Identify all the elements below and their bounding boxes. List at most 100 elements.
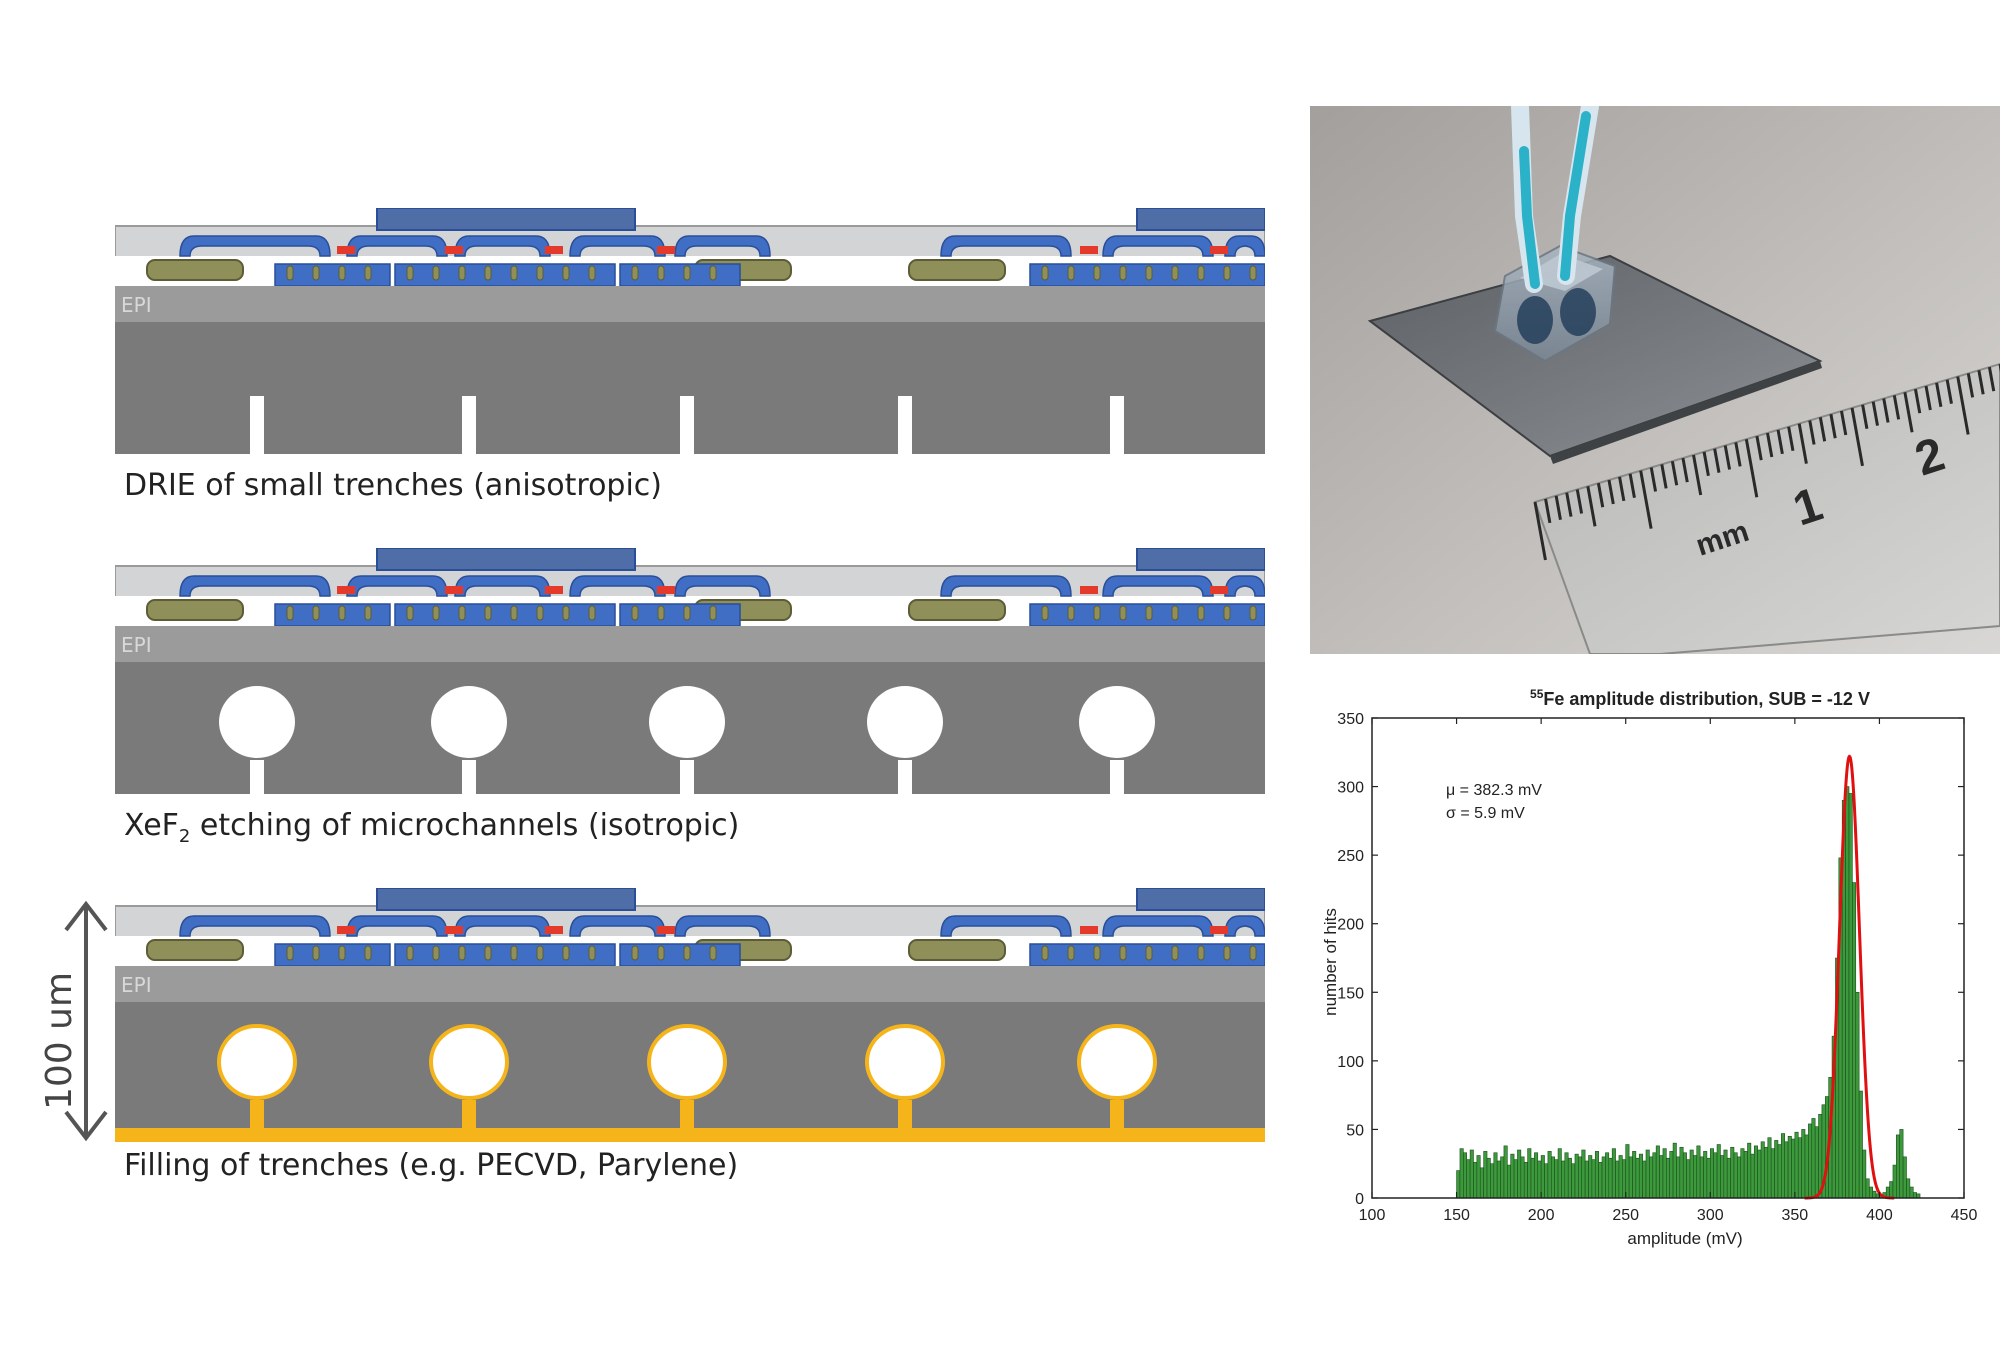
trench-neck	[1110, 1100, 1124, 1134]
ruler-tick	[1734, 442, 1742, 467]
contact	[1210, 246, 1228, 254]
x-tick-label: 200	[1528, 1207, 1555, 1224]
bond-pad	[146, 599, 244, 621]
histogram-bar	[1709, 1148, 1714, 1199]
histogram-bar	[1716, 1144, 1721, 1199]
epi-label: EPI	[121, 973, 152, 997]
histogram-bar	[1520, 1156, 1525, 1199]
histogram-bar	[1601, 1156, 1606, 1199]
histogram-bar	[1632, 1151, 1637, 1199]
histogram-bar	[1483, 1151, 1488, 1199]
histogram-bar	[1669, 1151, 1674, 1199]
histogram-bar	[1638, 1153, 1643, 1199]
ruler-tick	[1840, 410, 1848, 436]
microchannel	[219, 686, 295, 758]
contact	[545, 246, 563, 254]
histogram-bar	[1791, 1138, 1796, 1199]
trench	[462, 396, 476, 454]
histogram-bar	[1503, 1145, 1508, 1199]
x-axis-label: amplitude (mV)	[1627, 1229, 1742, 1248]
microchannel	[1079, 686, 1155, 758]
histogram-bar	[1628, 1156, 1633, 1199]
trench	[680, 396, 694, 454]
histogram-bar	[1906, 1178, 1911, 1199]
histogram-bar	[1490, 1163, 1495, 1199]
histogram-bar	[1892, 1164, 1897, 1199]
histogram-bar	[1679, 1146, 1684, 1199]
histogram-bar	[1814, 1126, 1819, 1199]
ruler-tick	[1913, 388, 1922, 414]
ruler-tick	[1829, 413, 1837, 439]
histogram-bar	[1720, 1155, 1725, 1199]
microchannel	[649, 686, 725, 758]
histogram-bar	[1571, 1163, 1576, 1199]
histogram-bar	[1523, 1162, 1528, 1199]
trench-neck	[680, 1100, 694, 1134]
histogram-bar	[1750, 1153, 1755, 1199]
metal-route	[1224, 235, 1265, 257]
bond-pad	[908, 599, 1006, 621]
histogram-bar	[1527, 1148, 1532, 1199]
metal-route	[674, 235, 771, 257]
histogram-bar	[1733, 1152, 1738, 1199]
histogram-bar	[1598, 1162, 1603, 1199]
histogram-bar	[1686, 1159, 1691, 1199]
histogram-bar	[1672, 1142, 1677, 1199]
histogram-bar	[1902, 1156, 1907, 1199]
epi-label: EPI	[121, 293, 152, 317]
ruler-tick	[1924, 385, 1932, 411]
histogram-bar	[1760, 1141, 1765, 1199]
histogram-bar	[1804, 1134, 1809, 1199]
y-tick-label: 350	[1337, 711, 1364, 728]
contact	[337, 246, 355, 254]
histogram-bar	[1872, 1190, 1877, 1199]
metal-route	[674, 575, 771, 597]
microchannel	[217, 1024, 297, 1100]
metal-route	[940, 235, 1072, 257]
histogram-bar	[1649, 1156, 1654, 1199]
histogram-bar	[1912, 1192, 1917, 1199]
y-tick-label: 0	[1355, 1191, 1364, 1208]
histogram-bar	[1848, 793, 1853, 1199]
trench-neck	[462, 1100, 476, 1134]
histogram-bar	[1655, 1145, 1660, 1199]
histogram-bar	[1554, 1159, 1559, 1199]
histogram-bar	[1615, 1160, 1620, 1199]
histogram-bar	[1594, 1151, 1599, 1199]
scale-bar-arrow	[64, 900, 108, 1142]
histogram-bar	[1862, 1149, 1867, 1199]
trench-neck	[250, 1100, 264, 1134]
y-tick-label: 250	[1337, 848, 1364, 865]
ruler-tick	[1639, 470, 1653, 529]
histogram-bar	[1889, 1181, 1894, 1199]
ruler-tick	[1702, 451, 1710, 477]
y-tick-label: 50	[1346, 1122, 1364, 1139]
ruler-tick	[1755, 435, 1763, 461]
histogram-bar	[1517, 1149, 1522, 1199]
contact	[337, 586, 355, 594]
x-tick-label: 350	[1782, 1207, 1809, 1224]
epi-layer	[115, 286, 1265, 322]
ruler-tick	[1903, 391, 1914, 433]
histogram-bar	[1544, 1163, 1549, 1199]
microchannel	[429, 1024, 509, 1100]
histogram-bar	[1662, 1148, 1667, 1199]
ruler-tick	[1892, 395, 1901, 420]
histogram-bar	[1635, 1157, 1640, 1199]
histogram-bar	[1530, 1157, 1535, 1199]
x-tick-label: 300	[1697, 1207, 1724, 1224]
trench-neck	[250, 760, 264, 794]
histogram-bar	[1550, 1156, 1555, 1199]
metal-route	[1102, 575, 1214, 597]
plot-frame	[1371, 717, 1965, 1199]
ruler-tick	[1776, 429, 1784, 455]
y-tick-label: 200	[1337, 917, 1364, 934]
top-metal-plate	[1136, 208, 1265, 231]
metal-route	[569, 575, 666, 597]
x-tick-label: 150	[1443, 1207, 1470, 1224]
x-tick-label: 250	[1612, 1207, 1639, 1224]
contact	[657, 586, 675, 594]
ruler-tick	[1787, 426, 1795, 451]
histogram-bar	[1730, 1146, 1735, 1199]
ruler-tick	[1618, 476, 1626, 502]
